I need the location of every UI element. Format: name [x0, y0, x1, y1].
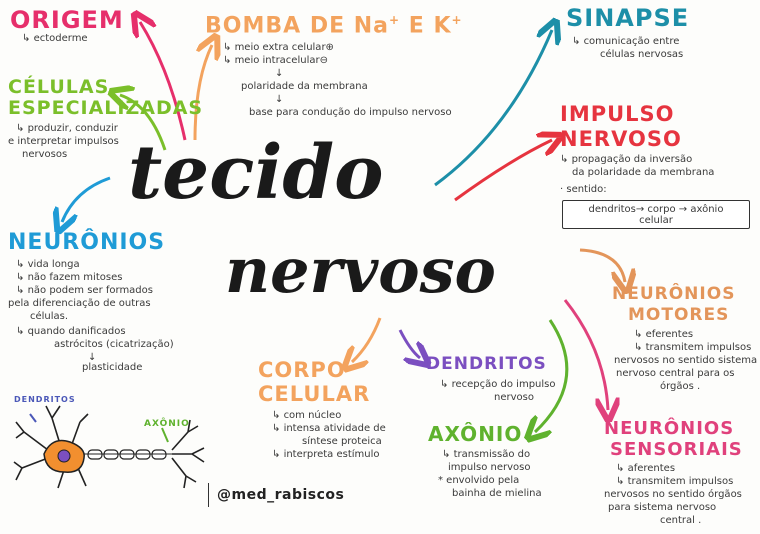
neuronios-item: plasticidade — [82, 362, 143, 373]
impulso-flow-1: dendritos→ corpo → axônio — [588, 204, 724, 215]
sensoriais-item: ↳ transmitem impulsos — [616, 476, 734, 487]
corpo-item: ↳ interpreta estímulo — [272, 449, 380, 460]
corpo-section: CORPO CELULAR ↳ com núcleo ↳ intensa ati… — [258, 360, 386, 461]
origem-section: ORIGEM ↳ ectoderme — [10, 8, 124, 45]
celulas-item: ↳ produzir, conduzir — [16, 123, 118, 134]
bomba-arrow-down: ↓ — [275, 94, 284, 106]
impulso-heading-1: IMPULSO — [560, 102, 675, 126]
axonio-item: * envolvido pela — [438, 475, 520, 486]
impulso-item: ↳ propagação da inversão — [560, 154, 693, 165]
credit-divider — [208, 483, 209, 507]
dendritos-item: ↳ recepção do impulso — [440, 379, 556, 390]
title-line-1: tecido — [128, 130, 384, 216]
neuronios-item: ↳ quando danificados — [16, 326, 126, 337]
impulso-item: da polaridade da membrana — [572, 167, 715, 178]
arrow-corpo — [352, 317, 382, 362]
neuronios-item: ↳ vida longa — [16, 259, 80, 270]
motores-item: nervoso central para os — [616, 368, 735, 379]
arrow-motores — [579, 248, 625, 282]
celulas-item: e interpretar impulsos — [8, 136, 119, 147]
credit: @med_rabiscos — [208, 483, 344, 507]
impulso-heading-2: NERVOSO — [560, 127, 682, 151]
arrow-impulso — [454, 140, 552, 202]
origem-item: ↳ ectoderme — [22, 33, 88, 44]
bomba-line3: base para condução do impulso nervoso — [249, 107, 452, 119]
neuronios-item: ↳ não podem ser formados — [16, 285, 153, 296]
bomba-item: ↳ meio extra celular⊕ — [223, 42, 334, 54]
sensoriais-heading-2: SENSORIAIS — [610, 439, 743, 460]
origem-heading: ORIGEM — [10, 6, 124, 34]
arrow-celulas — [120, 95, 167, 151]
arrow-sensoriais — [563, 299, 608, 410]
bomba-section: BOMBA DE Na+ E K+ ↳ meio extra celular⊕ … — [205, 14, 463, 119]
sensoriais-item: central . — [660, 515, 702, 526]
corpo-heading-2: CELULAR — [258, 382, 371, 406]
neuronios-item: astrócitos (cicatrização) — [54, 339, 174, 350]
sensoriais-section: NEURÔNIOS SENSORIAIS ↳ aferentes ↳ trans… — [604, 420, 743, 527]
axonio-item: bainha de mielina — [452, 488, 542, 499]
corpo-item: ↳ intensa atividade de — [272, 423, 386, 434]
motores-item: nervosos no sentido sistema — [614, 355, 758, 366]
celulas-heading-2: ESPECIALIZADAS — [8, 97, 204, 119]
dendritos-item: nervoso — [494, 392, 534, 403]
neuronios-arrow-down: ↓ — [88, 352, 97, 363]
motores-section: NEURÔNIOS MOTORES ↳ eferentes ↳ transmit… — [612, 286, 757, 393]
sinapse-item: ↳ comunicação entre — [572, 36, 680, 47]
credit-handle: @med_rabiscos — [217, 487, 345, 503]
arrow-dendritos — [398, 329, 420, 358]
celulas-heading-1: CÉLULAS — [8, 76, 110, 98]
motores-item: órgãos . — [660, 381, 701, 392]
axonio-item: ↳ transmissão do — [442, 449, 531, 460]
dendritos-section: DENDRITOS ↳ recepção do impulso nervoso — [426, 356, 555, 404]
arrow-sinapse — [434, 30, 552, 187]
bomba-arrow-down: ↓ — [275, 68, 284, 80]
sensoriais-heading-1: NEURÔNIOS — [604, 418, 735, 439]
impulso-section: IMPULSO NERVOSO ↳ propagação da inversão… — [560, 104, 750, 229]
corpo-item: ↳ com núcleo — [272, 410, 342, 421]
neuronios-item: pela diferenciação de outras — [8, 298, 151, 309]
neuronios-heading: NEURÔNIOS — [8, 230, 166, 255]
arrow-neuronios — [62, 176, 111, 222]
dendritos-heading: DENDRITOS — [426, 354, 547, 374]
neuronios-section: NEURÔNIOS ↳ vida longa ↳ não fazem mitos… — [8, 232, 174, 374]
bomba-line2: polaridade da membrana — [241, 81, 368, 93]
impulso-flow-2: celular — [639, 215, 673, 226]
motores-item: ↳ eferentes — [634, 329, 694, 340]
impulso-flow-box: dendritos→ corpo → axônio celular — [562, 200, 750, 229]
bomba-heading: BOMBA DE Na+ E K+ — [205, 13, 463, 39]
neuron-label-axonio: AXÔNIO — [144, 419, 190, 429]
arrow-bomba — [193, 45, 212, 141]
motores-item: ↳ transmitem impulsos — [634, 342, 752, 353]
sinapse-heading: SINAPSE — [566, 4, 690, 32]
motores-heading-2: MOTORES — [628, 305, 730, 325]
sensoriais-item: ↳ aferentes — [616, 463, 676, 474]
impulso-sentido: · sentido: — [560, 184, 607, 195]
sinapse-section: SINAPSE ↳ comunicação entre células nerv… — [566, 6, 689, 61]
axonio-section: AXÔNIO ↳ transmissão do impulso nervoso … — [428, 424, 542, 500]
celulas-section: CÉLULAS ESPECIALIZADAS ↳ produzir, condu… — [8, 78, 203, 161]
motores-heading-1: NEURÔNIOS — [612, 284, 736, 304]
bomba-item: ↳ meio intracelular⊖ — [223, 55, 328, 67]
neuron-illustration — [13, 405, 205, 489]
sensoriais-item: nervosos no sentido órgãos — [604, 489, 742, 500]
axonio-item: impulso nervoso — [448, 462, 531, 473]
sinapse-item: células nervosas — [600, 49, 684, 60]
title-line-2: nervoso — [225, 234, 496, 307]
arrow-axonio — [535, 319, 569, 432]
sensoriais-item: para sistema nervoso — [608, 502, 717, 513]
corpo-heading-1: CORPO — [258, 358, 346, 382]
neuronios-item: ↳ não fazem mitoses — [16, 272, 123, 283]
axonio-heading: AXÔNIO — [428, 422, 523, 446]
celulas-item: nervosos — [22, 149, 68, 160]
neuron-label-dendritos: DENDRITOS — [14, 395, 76, 404]
corpo-item: síntese proteica — [302, 436, 382, 447]
neuronios-item: células. — [30, 311, 69, 322]
arrow-origem — [140, 22, 187, 141]
